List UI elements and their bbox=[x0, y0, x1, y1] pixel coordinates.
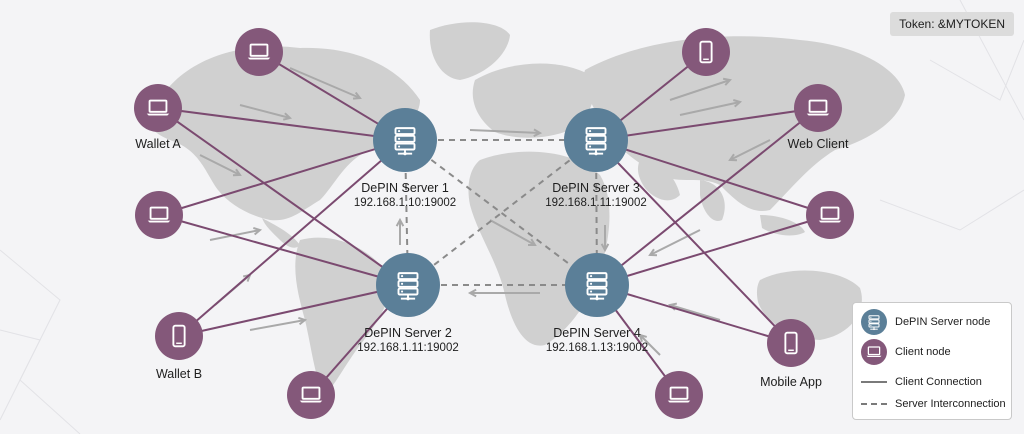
legend-server-node-label: DePIN Server node bbox=[895, 316, 991, 328]
flow-arrows bbox=[199, 67, 771, 356]
server-ip: 192.168.1.11:19002 bbox=[545, 197, 646, 209]
server-node-2[interactable]: DePIN Server 2 192.168.1.11:19002 bbox=[357, 253, 459, 354]
flow-arrow bbox=[469, 128, 543, 137]
flow-arrow bbox=[239, 104, 293, 121]
flow-arrow bbox=[638, 333, 661, 356]
client-node-2[interactable]: Wallet A bbox=[134, 84, 182, 151]
legend-client-node-label: Client node bbox=[895, 346, 951, 358]
world-map bbox=[150, 22, 905, 395]
client-label: Wallet B bbox=[156, 367, 202, 381]
flow-arrow bbox=[489, 219, 537, 247]
client-connection-line bbox=[178, 284, 409, 337]
server-ip: 192.168.1.11:19002 bbox=[357, 342, 458, 354]
legend-client-connection-label: Client Connection bbox=[895, 376, 982, 388]
client-connection-line bbox=[596, 107, 819, 286]
flow-arrow bbox=[648, 229, 701, 257]
client-label: Web Client bbox=[788, 137, 849, 151]
flow-arrow bbox=[209, 226, 263, 241]
client-node-3[interactable] bbox=[135, 191, 183, 239]
token-badge: Token: &MYTOKEN bbox=[890, 12, 1014, 36]
client-connection-line bbox=[157, 107, 409, 286]
client-connection-line bbox=[596, 214, 831, 286]
client-node-8[interactable] bbox=[806, 191, 854, 239]
server-name: DePIN Server 3 bbox=[552, 181, 640, 195]
legend: DePIN Server node Client node Client Con… bbox=[852, 302, 1012, 420]
legend-server-node: DePIN Server node bbox=[861, 309, 991, 335]
flow-arrow bbox=[289, 67, 362, 100]
legend-client-connection: Client Connection bbox=[861, 371, 982, 393]
client-node-4[interactable]: Wallet B bbox=[155, 312, 203, 381]
flow-arrow bbox=[669, 77, 732, 101]
flow-arrow bbox=[728, 139, 771, 162]
server-node-4[interactable]: DePIN Server 4 192.168.1.13:19002 bbox=[546, 253, 648, 354]
flow-arrow bbox=[679, 99, 743, 116]
client-node-7[interactable]: Web Client bbox=[788, 84, 849, 151]
flow-arrow bbox=[467, 288, 540, 298]
client-label: Wallet A bbox=[135, 137, 181, 151]
server-name: DePIN Server 2 bbox=[364, 326, 452, 340]
client-node-5[interactable] bbox=[287, 371, 335, 419]
legend-server-interconnection: Server Interconnection bbox=[861, 393, 1006, 415]
legend-server-interconnection-label: Server Interconnection bbox=[895, 398, 1006, 410]
server-node-1[interactable]: DePIN Server 1 192.168.1.10:19002 bbox=[354, 108, 456, 209]
server-node-3[interactable]: DePIN Server 3 192.168.1.11:19002 bbox=[545, 108, 647, 209]
server-name: DePIN Server 1 bbox=[361, 181, 449, 195]
client-connection-line bbox=[178, 139, 406, 337]
client-connection-line bbox=[157, 107, 406, 141]
server-icon bbox=[861, 309, 887, 335]
server-name: DePIN Server 4 bbox=[553, 326, 641, 340]
client-node-1[interactable] bbox=[235, 28, 283, 76]
server-ip: 192.168.1.13:19002 bbox=[546, 342, 648, 354]
client-label: Mobile App bbox=[760, 375, 822, 389]
client-connection-line bbox=[595, 139, 831, 216]
flow-arrow bbox=[668, 302, 721, 321]
flow-arrow bbox=[199, 154, 242, 177]
client-connection-line bbox=[595, 139, 792, 344]
server-ip: 192.168.1.10:19002 bbox=[354, 197, 456, 209]
legend-client-node: Client node bbox=[861, 339, 951, 365]
laptop-icon bbox=[861, 339, 887, 365]
client-connection-line bbox=[595, 107, 819, 141]
dashed-line-icon bbox=[861, 403, 887, 405]
client-connection-line bbox=[158, 139, 406, 216]
client-node-10[interactable] bbox=[655, 371, 703, 419]
client-connection-line bbox=[596, 284, 792, 344]
solid-line-icon bbox=[861, 381, 887, 383]
flow-arrow bbox=[249, 316, 308, 331]
client-node-9[interactable]: Mobile App bbox=[760, 319, 822, 389]
client-connection-line bbox=[158, 214, 409, 286]
server-interconnection-line bbox=[404, 139, 598, 286]
client-node-6[interactable] bbox=[682, 28, 730, 76]
flow-arrow bbox=[600, 225, 610, 253]
flow-arrow bbox=[395, 217, 405, 245]
